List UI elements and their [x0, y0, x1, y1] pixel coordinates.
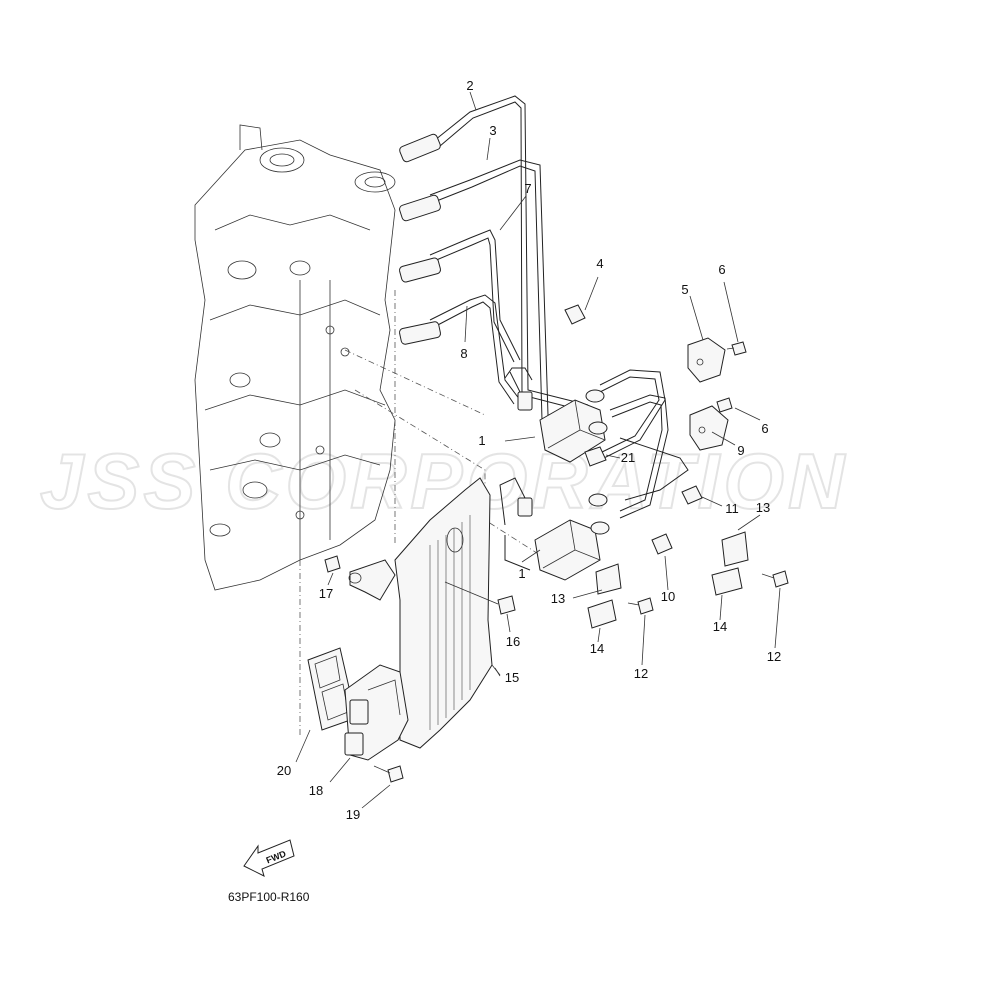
- screw-19: [361, 765, 404, 809]
- fwd-arrow-icon: FWD: [243, 839, 295, 877]
- leader-line: [499, 195, 527, 231]
- clip-11: [681, 485, 723, 507]
- callout-6-mid: 6: [761, 421, 768, 436]
- holder-14a: [711, 567, 743, 621]
- callout-7: 7: [524, 181, 531, 196]
- clip-10: [651, 533, 673, 591]
- ignition-coil-lower: [499, 389, 610, 581]
- ecu-bracket-15: [348, 477, 501, 749]
- clip-4: [564, 276, 599, 325]
- bolt-12b: [761, 570, 789, 649]
- ignition-coil-upper: [504, 367, 606, 463]
- callout-13-left: 13: [551, 591, 565, 606]
- leader-line: [504, 436, 536, 442]
- terminal-13a: [721, 514, 761, 567]
- callout-15: 15: [505, 670, 519, 685]
- callout-5: 5: [681, 282, 688, 297]
- callout-2: 2: [466, 78, 473, 93]
- holder-14b: [587, 599, 617, 643]
- callout-4: 4: [596, 256, 603, 271]
- clip-21: [584, 446, 621, 467]
- callout-1-lower: 1: [518, 566, 525, 581]
- callout-14-right: 14: [713, 619, 727, 634]
- callout-12-left: 12: [634, 666, 648, 681]
- leader-line: [354, 389, 541, 556]
- spark-plug-cords: [399, 95, 689, 519]
- callout-16: 16: [506, 634, 520, 649]
- bolt-16: [444, 581, 516, 633]
- callout-8: 8: [460, 346, 467, 361]
- callout-10: 10: [661, 589, 675, 604]
- callout-21: 21: [621, 450, 635, 465]
- leader-line: [469, 91, 477, 111]
- bracket-9: [689, 405, 736, 451]
- callout-6-top: 6: [718, 262, 725, 277]
- bolt-6b: [716, 397, 761, 421]
- bracket-5: [687, 295, 726, 383]
- leader-line: [521, 549, 541, 563]
- callout-13-right: 13: [756, 500, 770, 515]
- callout-14-left: 14: [590, 641, 604, 656]
- cylinder-block: [194, 124, 396, 735]
- callout-11: 11: [725, 501, 739, 516]
- callout-9: 9: [737, 443, 744, 458]
- callout-3: 3: [489, 123, 496, 138]
- diagram-code: 63PF100-R160: [228, 890, 310, 904]
- callout-18: 18: [309, 783, 323, 798]
- bolt-12a: [627, 597, 654, 666]
- callout-20: 20: [277, 763, 291, 778]
- bolt-6a: [723, 281, 747, 356]
- callout-17: 17: [319, 586, 333, 601]
- callout-1-upper: 1: [478, 433, 485, 448]
- screw-17: [324, 555, 341, 586]
- leader-line: [464, 305, 468, 343]
- leader-line: [494, 667, 501, 677]
- terminal-13b: [572, 563, 622, 599]
- ecu-18: [329, 664, 409, 783]
- callout-12-right: 12: [767, 649, 781, 664]
- callout-19: 19: [346, 807, 360, 822]
- leader-line: [486, 137, 491, 161]
